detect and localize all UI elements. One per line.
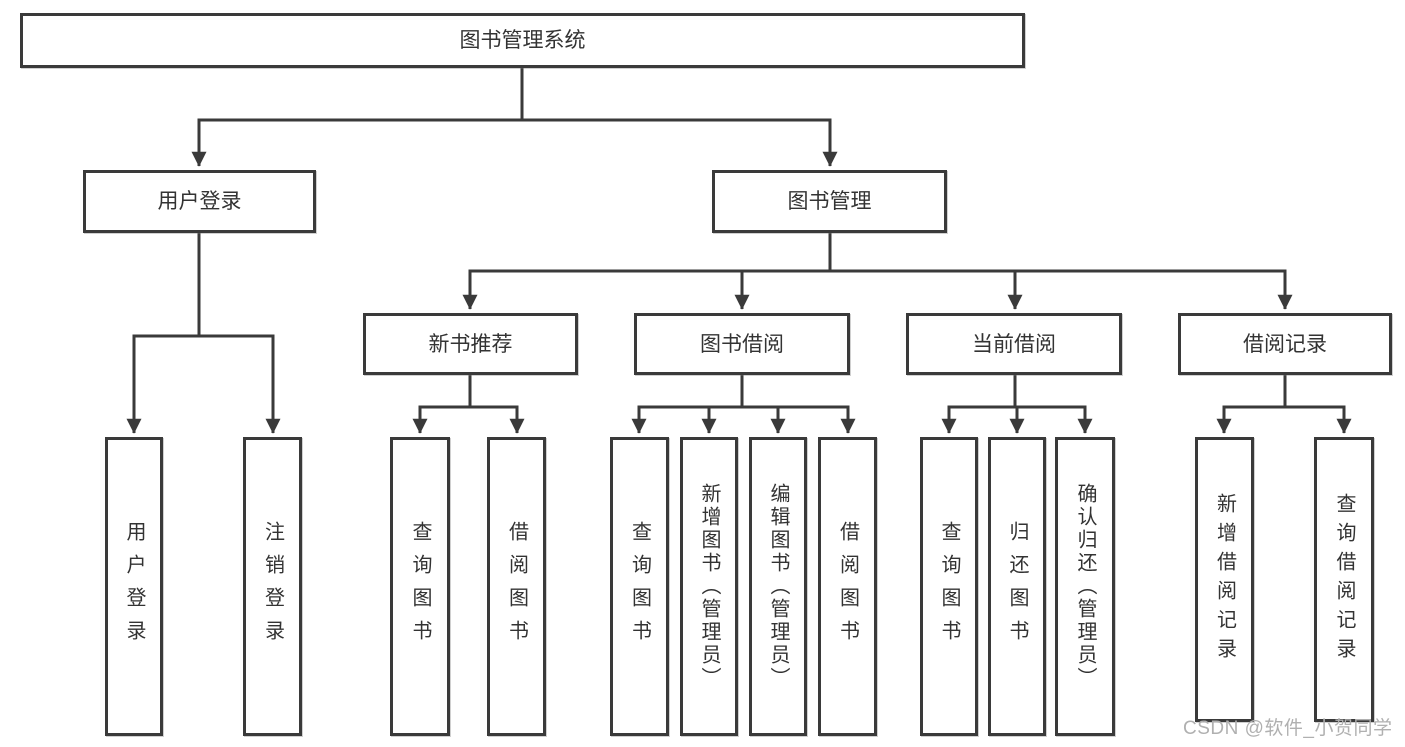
node-leaf-query-book-1: 查询图书 (390, 437, 450, 736)
node-new-book-recommend: 新书推荐 (363, 313, 578, 375)
node-book-management: 图书管理 (712, 170, 947, 233)
node-leaf-add-book-admin: 新增图书（管理员） (680, 437, 738, 736)
node-book-borrow: 图书借阅 (634, 313, 850, 375)
node-current-borrow: 当前借阅 (906, 313, 1122, 375)
node-leaf-confirm-return-admin: 确认归还（管理员） (1055, 437, 1115, 736)
node-leaf-query-borrow-record: 查询借阅记录 (1314, 437, 1374, 722)
node-leaf-query-book-2: 查询图书 (610, 437, 669, 736)
node-leaf-return-book: 归还图书 (988, 437, 1046, 736)
node-leaf-user-login: 用户登录 (105, 437, 163, 736)
node-user-login: 用户登录 (83, 170, 316, 233)
watermark-text: CSDN @软件_小贺同学 (1183, 718, 1393, 739)
node-borrow-records: 借阅记录 (1178, 313, 1392, 375)
node-leaf-borrow-book-2: 借阅图书 (818, 437, 877, 736)
node-leaf-borrow-book-1: 借阅图书 (487, 437, 546, 736)
node-leaf-logout: 注销登录 (243, 437, 302, 736)
node-leaf-edit-book-admin: 编辑图书（管理员） (749, 437, 807, 736)
node-leaf-query-book-3: 查询图书 (920, 437, 978, 736)
node-library-system: 图书管理系统 (20, 13, 1025, 68)
node-leaf-add-borrow-record: 新增借阅记录 (1195, 437, 1254, 722)
